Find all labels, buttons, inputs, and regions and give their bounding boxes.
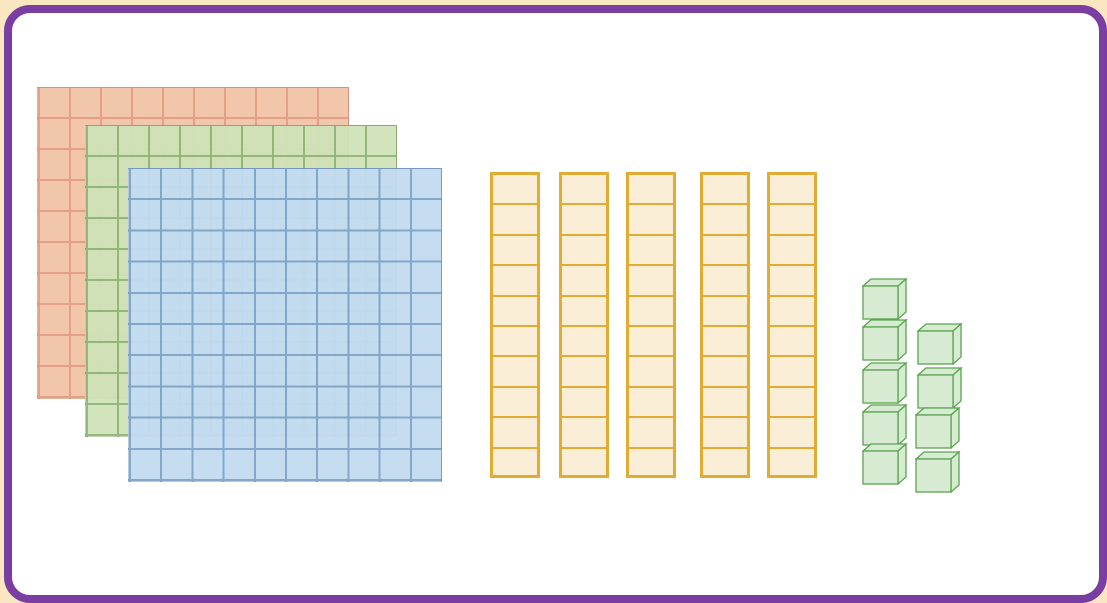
rod-cell xyxy=(703,327,747,357)
rod-cell xyxy=(493,266,537,296)
ten-rod xyxy=(767,172,817,478)
rod-cell xyxy=(629,266,673,296)
rod-cell xyxy=(493,449,537,479)
rod-cell xyxy=(770,449,814,479)
rod-cell xyxy=(493,175,537,205)
one-cube xyxy=(862,319,908,361)
rod-cell xyxy=(770,418,814,448)
rod-cell xyxy=(562,388,606,418)
one-cube xyxy=(917,323,963,365)
rod-cell xyxy=(703,175,747,205)
rod-cell xyxy=(562,266,606,296)
rod-cell xyxy=(562,357,606,387)
rod-cell xyxy=(703,449,747,479)
rod-cell xyxy=(629,175,673,205)
rod-cell xyxy=(629,205,673,235)
rod-cell xyxy=(493,388,537,418)
rod-cell xyxy=(703,266,747,296)
rod-cell xyxy=(770,266,814,296)
rod-cell xyxy=(703,388,747,418)
rod-cell xyxy=(493,418,537,448)
rod-cell xyxy=(770,175,814,205)
rod-cell xyxy=(493,205,537,235)
rod-cell xyxy=(629,357,673,387)
rod-cell xyxy=(770,327,814,357)
rod-cell xyxy=(493,327,537,357)
rod-cell xyxy=(703,357,747,387)
rod-cell xyxy=(493,357,537,387)
rod-cell xyxy=(770,388,814,418)
rod-cell xyxy=(562,327,606,357)
ten-rod xyxy=(700,172,750,478)
rod-cell xyxy=(629,418,673,448)
rod-cell xyxy=(629,388,673,418)
rod-cell xyxy=(629,297,673,327)
rod-cell xyxy=(770,357,814,387)
rod-cell xyxy=(703,236,747,266)
one-cube xyxy=(915,451,961,493)
one-cube xyxy=(862,362,908,404)
rod-cell xyxy=(703,297,747,327)
rod-cell xyxy=(703,418,747,448)
rod-cell xyxy=(562,205,606,235)
rod-cell xyxy=(770,236,814,266)
rod-cell xyxy=(493,297,537,327)
rod-cell xyxy=(493,236,537,266)
one-cube xyxy=(862,443,908,485)
rod-cell xyxy=(703,205,747,235)
ten-rod xyxy=(490,172,540,478)
rod-cell xyxy=(562,297,606,327)
ten-rod xyxy=(626,172,676,478)
rod-cell xyxy=(629,449,673,479)
one-cube xyxy=(917,367,963,409)
one-cube xyxy=(915,407,961,449)
rod-cell xyxy=(770,297,814,327)
ten-rod xyxy=(559,172,609,478)
one-cube xyxy=(862,278,908,320)
rod-cell xyxy=(562,449,606,479)
hundred-flat-blue xyxy=(128,168,442,482)
rod-cell xyxy=(562,236,606,266)
rod-cell xyxy=(629,327,673,357)
rod-cell xyxy=(562,175,606,205)
rod-cell xyxy=(770,205,814,235)
rod-cell xyxy=(562,418,606,448)
rod-cell xyxy=(629,236,673,266)
one-cube xyxy=(862,404,908,446)
